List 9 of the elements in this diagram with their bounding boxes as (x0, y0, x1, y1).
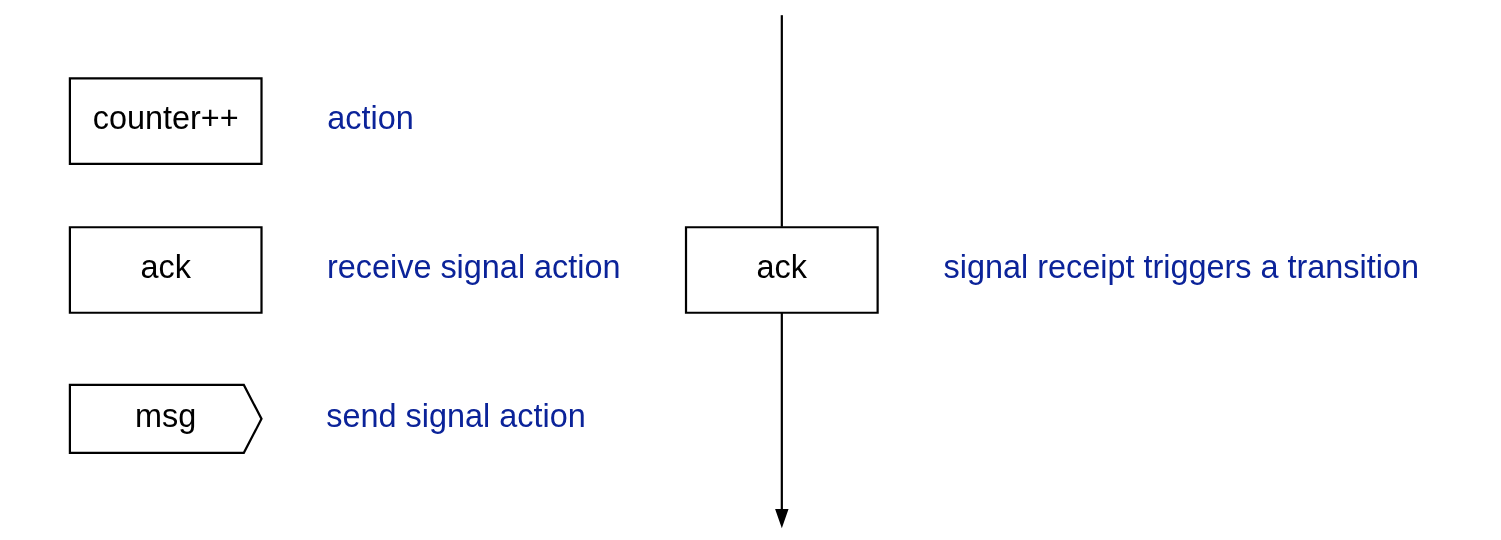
node-label: signal receipt triggers a transition (943, 249, 1420, 286)
node-box: counter++ (68, 77, 263, 165)
arrow (775, 312, 789, 529)
connector (780, 15, 783, 227)
node-label: send signal action (326, 398, 586, 435)
node-label: receive signal action (326, 249, 621, 286)
node-box: ack (684, 226, 879, 314)
node-label: action (327, 100, 414, 137)
node-box: ack (68, 226, 263, 314)
